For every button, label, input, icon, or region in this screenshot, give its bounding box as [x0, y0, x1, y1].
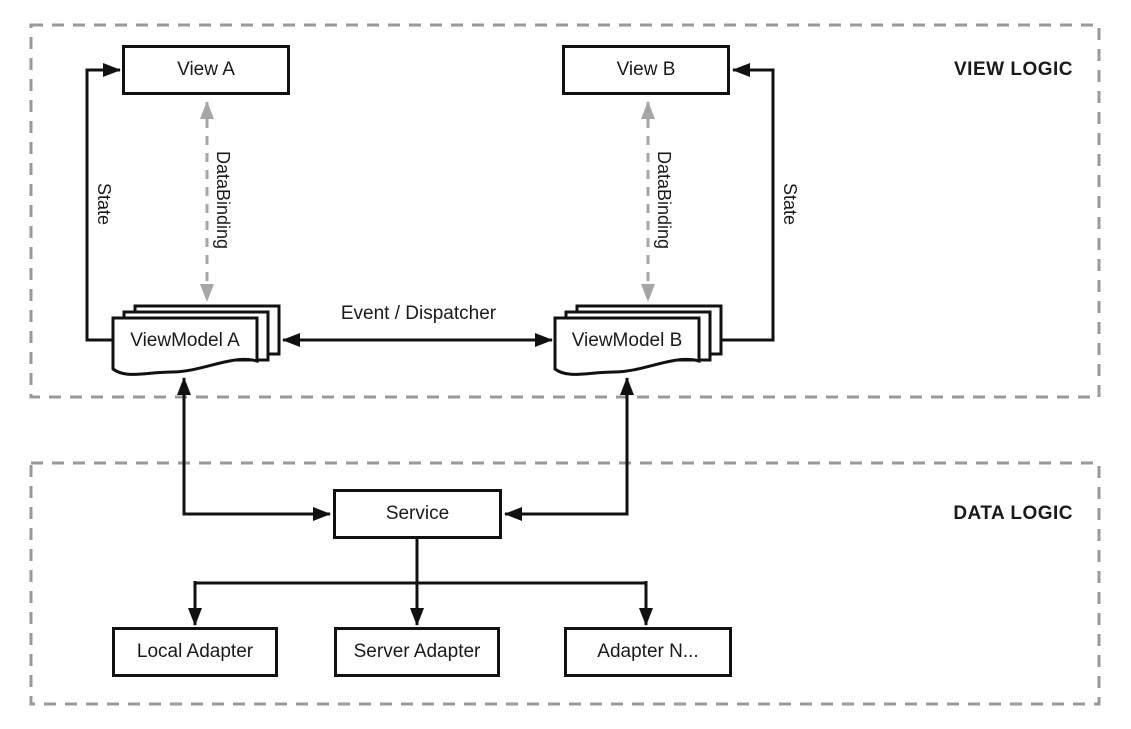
- state-a-label: State: [94, 183, 114, 226]
- node-server-adapter: Server Adapter: [334, 627, 500, 677]
- event-dispatcher-label: Event / Dispatcher: [340, 303, 497, 324]
- viewmodel-b-stack: [553, 304, 723, 376]
- node-view-b: View B: [562, 45, 730, 95]
- node-server-adapter-label: Server Adapter: [353, 641, 481, 662]
- data-logic-section-label: DATA LOGIC: [953, 503, 1073, 524]
- node-view-a-label: View A: [177, 59, 235, 80]
- viewmodel-a-service-arrow: [177, 377, 331, 521]
- databinding-b-label: DataBinding: [654, 151, 674, 250]
- node-viewmodel-b-label: ViewModel B: [571, 330, 683, 351]
- node-adapter-n: Adapter N...: [564, 627, 732, 677]
- state-b-arrow: [722, 63, 775, 342]
- viewmodel-a-stack: [111, 304, 281, 376]
- node-service: Service: [333, 489, 502, 539]
- node-local-adapter-label: Local Adapter: [136, 641, 254, 662]
- databinding-a-label: DataBinding: [213, 151, 233, 250]
- node-local-adapter: Local Adapter: [112, 627, 278, 677]
- view-logic-section-label: VIEW LOGIC: [954, 59, 1073, 80]
- state-a-arrow: [85, 63, 121, 342]
- node-viewmodel-a-label: ViewModel A: [130, 330, 240, 351]
- node-adapter-n-label: Adapter N...: [597, 641, 699, 662]
- state-b-label: State: [780, 183, 800, 226]
- node-service-label: Service: [385, 503, 450, 524]
- node-view-b-label: View B: [616, 59, 676, 80]
- viewmodel-b-service-arrow: [504, 377, 634, 521]
- node-view-a: View A: [122, 45, 290, 95]
